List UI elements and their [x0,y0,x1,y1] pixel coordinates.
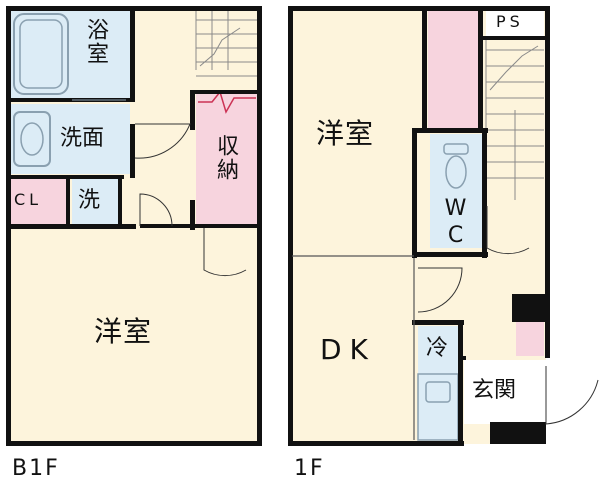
b1-floor-plan [6,6,262,446]
closet-area [8,178,68,224]
entrance-area [464,360,546,424]
toilet-area [430,134,482,248]
fridge-area [418,326,458,374]
b1-western-room-label: 洋室 [94,315,153,348]
washer-area [72,178,120,224]
toilet-label: WC [443,196,468,250]
f1-partitions [292,255,415,440]
toilet-bowl-icon [445,155,467,189]
f1-walls [288,6,550,446]
sink-icon [13,111,51,167]
entrance-label: 玄関 [472,378,517,403]
b1-walls [6,6,262,446]
fridge-label: 冷 [426,336,449,361]
entrance-pink-accent [516,322,544,356]
storage-break-line [198,90,256,114]
pipe-space-area [486,8,544,36]
kitchen-sink-icon [425,381,451,403]
f1-floor-plan [288,6,599,446]
basin-icon [20,122,44,156]
kitchen-counter [417,373,459,441]
storage-label: 収納 [213,134,238,182]
b1-staircase [195,8,258,77]
bath-label: 浴室 [83,18,108,66]
washroom-label: 洗面 [60,126,105,151]
washroom-area [8,104,130,174]
b1-floor-label: B1F [12,456,60,481]
bathtub-inner-icon [19,19,63,89]
washer-label: 洗 [78,188,101,213]
f1-doors [417,206,599,425]
f1-storage-area [428,10,478,128]
toilet-tank-icon [443,143,469,155]
f1-floor-label: 1F [294,456,325,481]
bathtub-icon [13,13,69,95]
b1-doors [72,99,247,277]
dining-kitchen-label: DK [320,333,376,366]
storage-area [196,94,258,226]
closet-label: CL [14,190,43,209]
f1-western-room-label: 洋室 [316,117,375,150]
pipe-space-label: PS [496,12,524,31]
